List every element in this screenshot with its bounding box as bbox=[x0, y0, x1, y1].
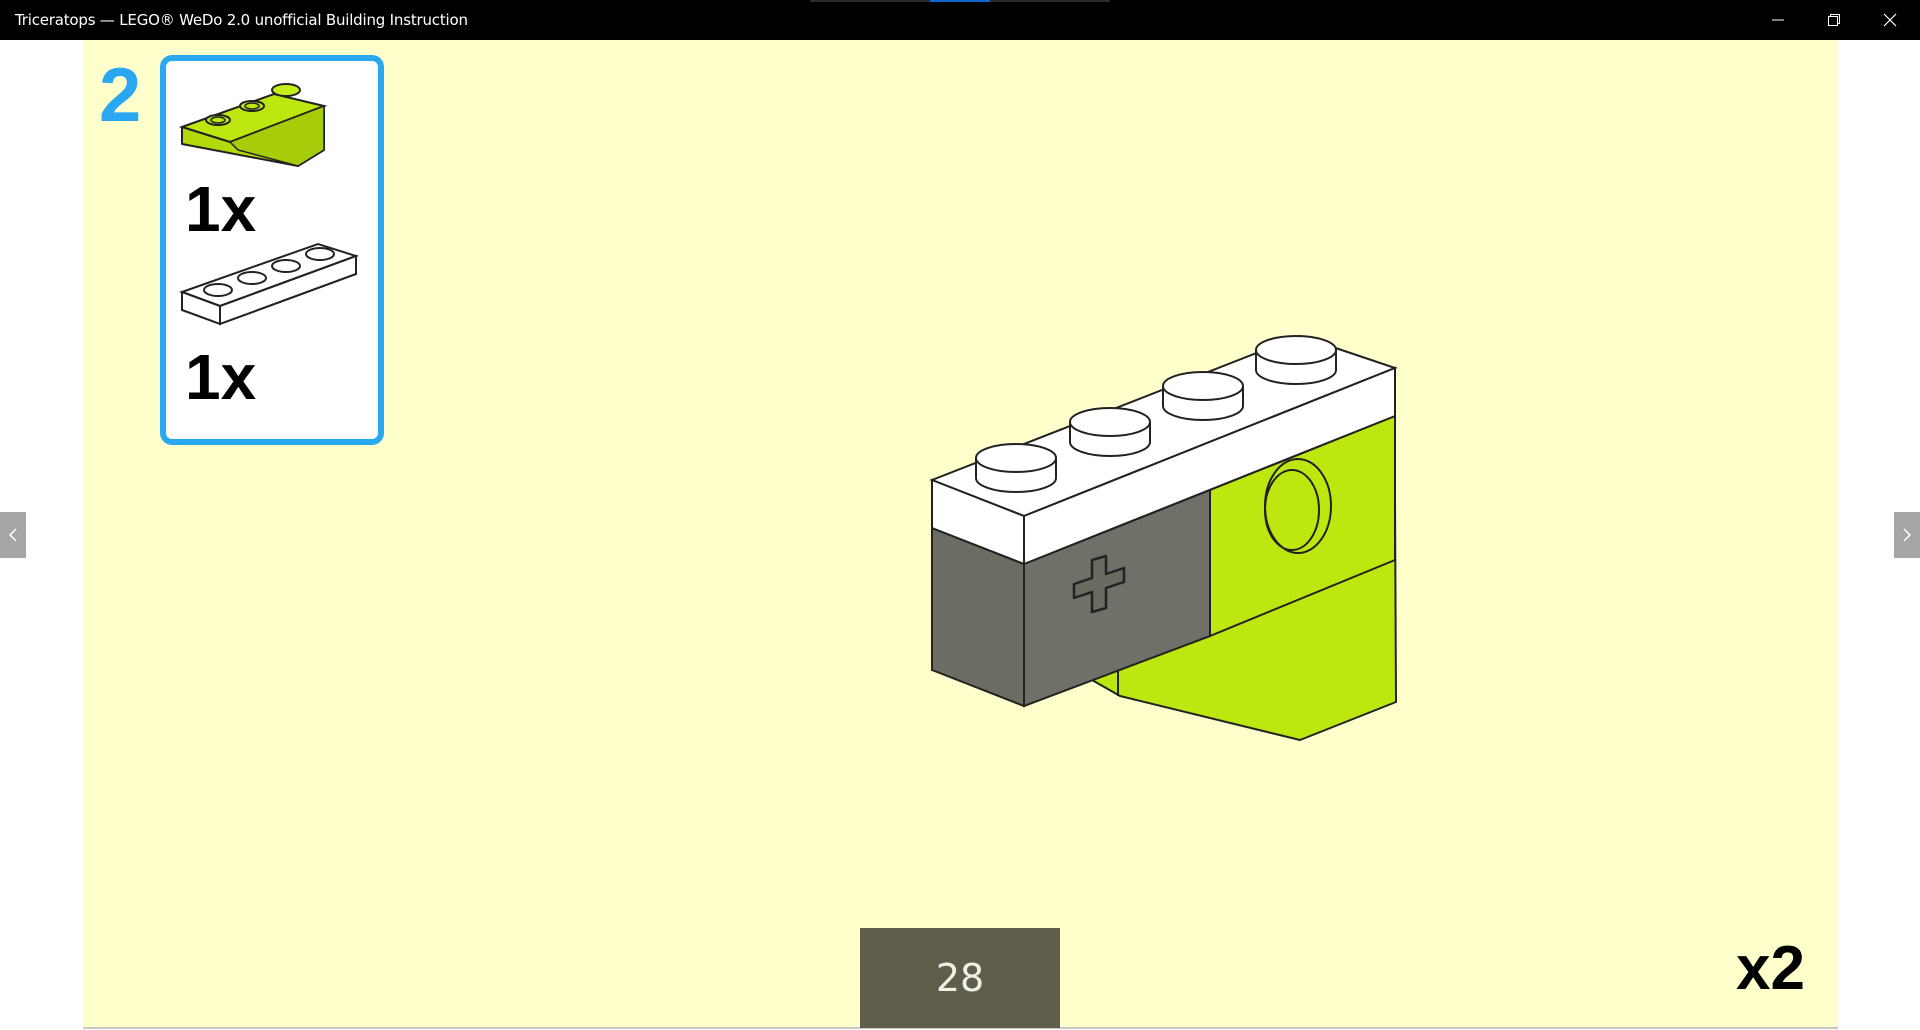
step-number: 2 bbox=[99, 53, 142, 138]
lime-inverted-slope-brick-image bbox=[178, 83, 328, 167]
previous-page-button[interactable] bbox=[0, 512, 26, 558]
window-title: Triceratops — LEGO® WeDo 2.0 unofficial … bbox=[15, 11, 468, 29]
title-bar: Triceratops — LEGO® WeDo 2.0 unofficial … bbox=[0, 0, 1920, 40]
chevron-left-icon bbox=[8, 528, 17, 542]
restore-button[interactable] bbox=[1806, 0, 1862, 40]
assembled-model-image bbox=[929, 334, 1398, 741]
white-1x4-plate-image bbox=[179, 242, 360, 326]
chevron-right-icon bbox=[1903, 528, 1912, 542]
title-accent-highlight bbox=[930, 0, 990, 2]
minimize-icon bbox=[1772, 19, 1784, 21]
page-number-badge: 28 bbox=[860, 928, 1060, 1028]
next-page-button[interactable] bbox=[1894, 512, 1920, 558]
page-bottom-border bbox=[83, 1027, 1838, 1029]
restore-icon bbox=[1828, 14, 1840, 26]
part-2-quantity: 1x bbox=[185, 341, 257, 413]
minimize-button[interactable] bbox=[1750, 0, 1806, 40]
close-icon bbox=[1883, 13, 1897, 27]
part-1-quantity: 1x bbox=[185, 173, 257, 245]
step-multiplier: x2 bbox=[1736, 934, 1805, 1003]
close-button[interactable] bbox=[1862, 0, 1918, 40]
